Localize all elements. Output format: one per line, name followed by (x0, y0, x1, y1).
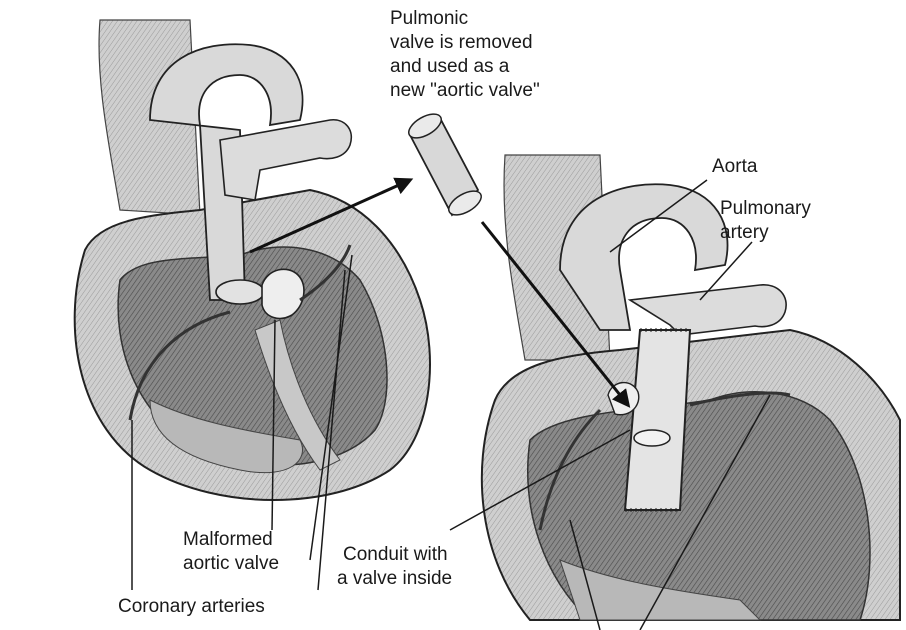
right-heart-coronary-artery (538, 391, 791, 531)
pulmonic-valve-graft (408, 113, 482, 217)
right-heart-conduit-valve (633, 429, 671, 447)
malformed-valve-line-1: Malformed (183, 529, 273, 550)
left-heart-pulmonary-root (215, 279, 265, 305)
right-heart-aorta (559, 183, 729, 331)
label-pulmonic-valve: Pulmonic valve is removed and used as a … (390, 8, 540, 101)
pulmonic-valve-line-2: valve is removed (390, 32, 533, 53)
left-heart-septum (254, 319, 341, 471)
leader-lines (131, 179, 771, 630)
leader-malformed-valve (271, 319, 276, 531)
right-heart-illustration (480, 154, 901, 621)
pulmonic-valve-line-1: Pulmonic (390, 8, 468, 29)
leader-aorta (609, 179, 708, 253)
pulmonic-valve-line-3: and used as a (390, 56, 510, 77)
label-aorta: Aorta (712, 156, 758, 177)
conduit-line-2: a valve inside (337, 568, 452, 589)
leader-conduit (449, 429, 631, 531)
left-heart-illustration (73, 19, 431, 501)
left-heart-pulmonary-trunk (219, 119, 352, 201)
label-pulmonary-artery: Pulmonary artery (720, 198, 811, 243)
leader-right-2 (639, 394, 771, 630)
leader-coronary-2 (317, 269, 346, 591)
left-heart-muscle (149, 399, 303, 474)
conduit-line-1: Conduit with (343, 544, 448, 565)
malformed-valve-line-2: aortic valve (183, 553, 279, 574)
leader-pulmonary-artery (699, 241, 753, 301)
pulmonary-artery-line-2: artery (720, 222, 769, 243)
leader-malformed-valve-2 (309, 254, 353, 561)
left-heart-coronary-artery (128, 244, 352, 421)
label-conduit: Conduit with a valve inside (337, 544, 452, 589)
arrow-to-graft (249, 177, 414, 254)
leader-right-1 (569, 519, 601, 630)
label-coronary-arteries: Coronary arteries (118, 596, 265, 617)
pulmonary-artery-line-1: Pulmonary (720, 198, 811, 219)
right-heart-pulmonary-artery (627, 284, 787, 336)
arrow-to-new-position (480, 221, 631, 408)
pulmonic-valve-line-4: new "aortic valve" (390, 80, 540, 101)
right-heart-conduit-stitches (625, 328, 690, 512)
right-heart-conduit (623, 329, 692, 511)
right-heart-upper-vessels (503, 154, 611, 361)
label-malformed-aortic-valve: Malformed aortic valve (183, 529, 279, 574)
